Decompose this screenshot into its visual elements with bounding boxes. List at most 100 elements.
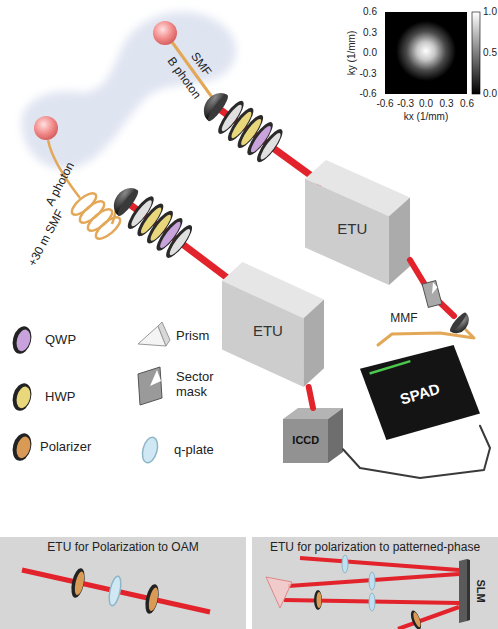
annotation-label: 0.3	[440, 99, 454, 110]
legend-icon-part	[10, 431, 35, 463]
ofm-panel-art-part-part	[143, 583, 161, 615]
node-label: ETU	[253, 323, 283, 339]
legend-label: Polarizer	[40, 440, 91, 454]
legend-icon-part	[10, 381, 35, 413]
sector-mask-part	[429, 282, 439, 294]
phase-panel-art-part-part	[412, 611, 422, 628]
connector	[378, 260, 474, 345]
phase-panel-art-part-part	[314, 590, 322, 610]
legend-icon-part	[158, 322, 170, 346]
legend-icon-part	[150, 370, 161, 386]
ofm-panel-art-part	[143, 583, 161, 615]
phase-panel-art-part	[288, 574, 459, 586]
etu-node: ETU	[222, 262, 324, 387]
node-outline	[457, 559, 491, 623]
legend-icon-part-part	[10, 431, 35, 463]
intensity-map-part	[385, 12, 467, 94]
legend-label: Prism	[176, 329, 209, 343]
annotation-label: 0.5	[483, 48, 497, 59]
phase-panel-art-part	[284, 600, 459, 603]
box-front-face	[222, 281, 304, 387]
intensity-map-part	[385, 12, 467, 94]
phase-panel-art-part-part	[409, 609, 423, 629]
ofm-panel-art	[22, 567, 210, 615]
camera-side-face	[328, 408, 343, 463]
phase-panel-art-part-part	[317, 592, 322, 608]
annotation-label: 0.6	[460, 99, 474, 110]
connector-label: MMF	[390, 312, 417, 325]
optics-stack-part	[258, 131, 283, 162]
ofm-panel-art-part-part	[69, 567, 87, 599]
intensity-map-part	[472, 12, 480, 94]
node-label: ICCD	[292, 435, 319, 447]
annotation-label: 0.0	[419, 99, 433, 110]
smf-fiber	[172, 42, 214, 100]
legend-icon	[10, 322, 170, 464]
legend-icon-part-part	[10, 324, 35, 356]
box-side-face	[389, 198, 410, 286]
ofm-panel-art-part	[22, 570, 210, 612]
legend-icon-part	[10, 324, 35, 356]
coiled-fiber-part	[48, 140, 80, 198]
slm-node: SLM	[457, 559, 491, 623]
phase-panel-art-part	[409, 609, 423, 629]
annotation-label: 0.6	[363, 7, 377, 18]
photon-sphere	[153, 21, 177, 45]
panel-node: ETU for Polarization to OAM	[0, 537, 246, 629]
ofm-panel-art-part	[69, 567, 87, 599]
ofm-panel-art-part-part	[107, 575, 123, 606]
annotation-label: +30 m SMF	[26, 208, 66, 269]
node-label: ETU	[337, 221, 367, 237]
annotation-label: -0.3	[397, 99, 414, 110]
annotation-label: 1.0	[483, 7, 497, 18]
annotation-label: 0.0	[483, 89, 497, 100]
etu-node: ETU	[305, 160, 410, 285]
phase-panel-art-part	[369, 572, 375, 590]
legend-icon-part	[138, 367, 162, 405]
collection-lens-part	[448, 311, 468, 333]
legend-label: QWP	[45, 333, 76, 347]
annotation-label: kx (1/mm)	[404, 112, 448, 123]
annotation-label: -0.6	[359, 89, 376, 100]
connector	[343, 426, 490, 478]
legend-icon-part-part	[10, 381, 35, 413]
legend-label: q-plate	[174, 443, 214, 457]
spad-node: SPAD	[360, 345, 480, 440]
ofm-panel-art-part-part	[73, 571, 86, 596]
detector-body	[360, 345, 480, 440]
optics-stack-part	[162, 222, 196, 261]
annotation-label: ky (1/mm)	[347, 31, 358, 75]
panel-title: ETU for polarization to patterned-phase	[252, 541, 498, 554]
camera-front-face	[283, 419, 328, 463]
phase-panel-art-part	[342, 555, 348, 573]
legend-label: HWP	[45, 390, 75, 404]
legend-icon-part-part	[14, 385, 32, 410]
entanglement-cloud	[22, 12, 236, 169]
legend-icon-part	[140, 436, 160, 465]
optics-stack-part	[167, 227, 193, 257]
connector	[309, 387, 313, 408]
connector-segment	[309, 387, 313, 408]
iccd-node: ICCD	[283, 408, 343, 463]
phase-panel-art-part	[266, 577, 292, 608]
slm-edge	[467, 559, 470, 621]
annotation-label: 0.3	[363, 27, 377, 38]
intensity-map	[385, 12, 480, 94]
phase-panel-art-part	[398, 607, 459, 629]
box-side-face	[304, 300, 324, 388]
coiled-fiber	[48, 140, 123, 242]
collection-lens	[448, 311, 473, 338]
node-label: SLM	[474, 579, 486, 602]
sector-mask	[422, 281, 442, 308]
annotation-label: -0.3	[359, 68, 376, 79]
annotation-label: 0.0	[363, 48, 377, 59]
legend-icon-part-part	[14, 328, 32, 353]
ofm-panel-art-part-part	[147, 587, 160, 612]
phase-panel-art-part	[369, 593, 375, 611]
connector-segment	[378, 330, 474, 345]
panel-node: ETU for polarization to patterned-phaseS…	[252, 537, 498, 629]
phase-panel-art-part	[314, 590, 322, 610]
coiled-fiber-part	[93, 214, 124, 242]
